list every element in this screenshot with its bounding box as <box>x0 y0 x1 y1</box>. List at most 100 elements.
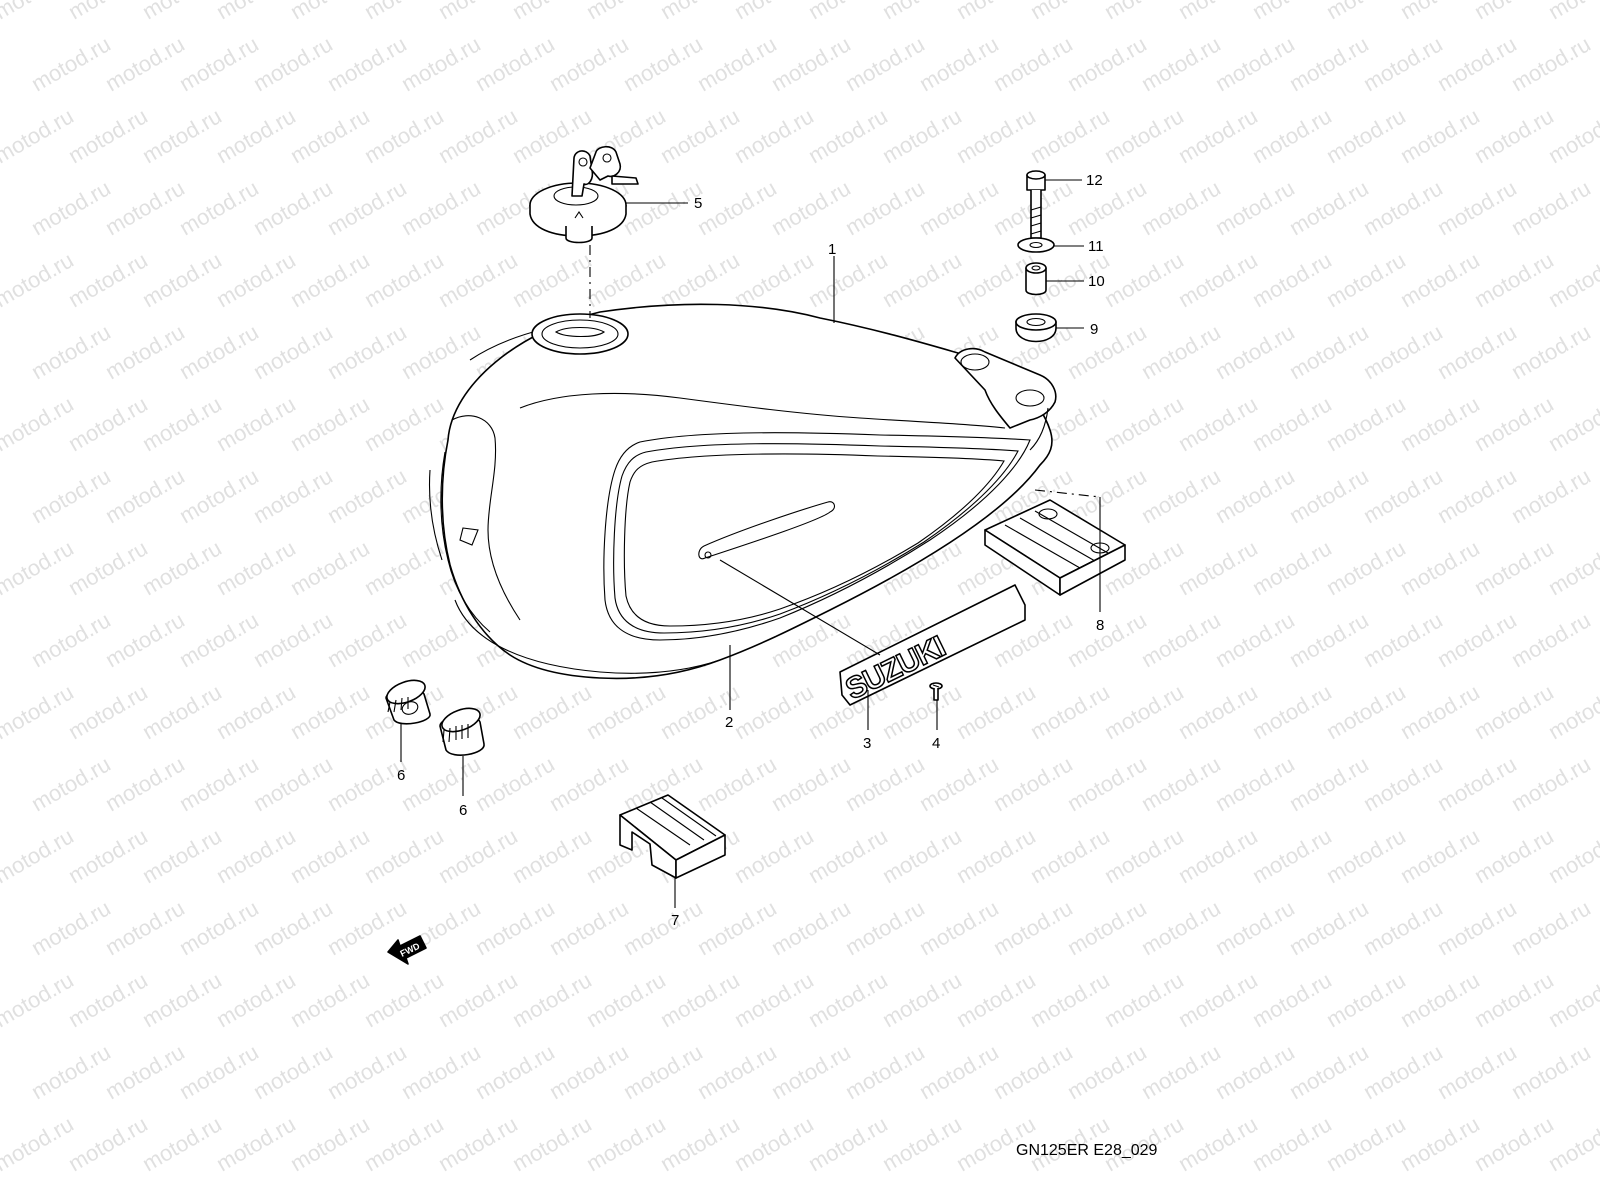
watermark-text: motod.ru <box>545 31 633 96</box>
fuel-tank[interactable] <box>428 303 1057 680</box>
callout-7[interactable]: 7 <box>671 912 679 929</box>
front-cushion[interactable] <box>619 794 726 879</box>
watermark-text: motod.ru <box>101 895 189 960</box>
grommet[interactable] <box>1015 313 1057 343</box>
watermark-text: motod.ru <box>1322 1111 1410 1176</box>
watermark-text: motod.ru <box>1174 679 1262 744</box>
watermark-text: motod.ru <box>360 535 448 600</box>
watermark-text: motod.ru <box>582 247 670 312</box>
watermark-text: motod.ru <box>1544 535 1600 600</box>
watermark-text: motod.ru <box>915 1039 1003 1104</box>
watermark-text: motod.ru <box>1100 247 1188 312</box>
callout-6b[interactable]: 6 <box>459 802 467 819</box>
watermark-text: motod.ru <box>138 391 226 456</box>
watermark-text: motod.ru <box>175 175 263 240</box>
callout-11[interactable]: 11 <box>1088 238 1104 255</box>
watermark-text: motod.ru <box>1285 607 1373 672</box>
watermark-text: motod.ru <box>1285 31 1373 96</box>
watermark-text: motod.ru <box>730 967 818 1032</box>
tank-cushion[interactable] <box>439 704 485 756</box>
watermark-text: motod.ru <box>1100 391 1188 456</box>
watermark-text: motod.ru <box>1322 679 1410 744</box>
watermark-text: motod.ru <box>286 391 374 456</box>
watermark-text: motod.ru <box>64 967 152 1032</box>
watermark-text: motod.ru <box>1507 751 1595 816</box>
watermark-text: motod.ru <box>878 247 966 312</box>
callout-6a[interactable]: 6 <box>397 767 405 784</box>
screw[interactable] <box>929 682 943 701</box>
watermark-text: motod.ru <box>767 1039 855 1104</box>
watermark-text: motod.ru <box>1433 31 1521 96</box>
watermark-text: motod.ru <box>249 607 337 672</box>
watermark-text: motod.ru <box>1174 1111 1262 1176</box>
watermark-text: motod.ru <box>360 247 448 312</box>
callout-10[interactable]: 10 <box>1088 273 1105 290</box>
watermark-text: motod.ru <box>1137 319 1225 384</box>
callout-9[interactable]: 9 <box>1090 321 1098 338</box>
watermark-text: motod.ru <box>1285 175 1373 240</box>
collar-spacer[interactable] <box>1025 262 1047 296</box>
watermark-text: motod.ru <box>952 967 1040 1032</box>
watermark-text: motod.ru <box>1026 103 1114 168</box>
callout-2[interactable]: 2 <box>725 714 733 731</box>
watermark-text: motod.ru <box>0 247 78 312</box>
watermark-text: motod.ru <box>434 823 522 888</box>
callout-8[interactable]: 8 <box>1096 617 1104 634</box>
watermark-text: motod.ru <box>1322 535 1410 600</box>
watermark-text: motod.ru <box>27 319 115 384</box>
bolt[interactable] <box>1026 170 1046 239</box>
watermark-text: motod.ru <box>1285 1039 1373 1104</box>
watermark-text: motod.ru <box>1396 823 1484 888</box>
watermark-text: motod.ru <box>1544 391 1600 456</box>
watermark-text: motod.ru <box>101 751 189 816</box>
watermark-text: motod.ru <box>101 607 189 672</box>
watermark-text: motod.ru <box>64 823 152 888</box>
watermark-text: motod.ru <box>0 679 78 744</box>
watermark-text: motod.ru <box>27 463 115 528</box>
watermark-text: motod.ru <box>1248 679 1336 744</box>
fuel-cap[interactable] <box>529 145 639 244</box>
callout-4[interactable]: 4 <box>932 735 940 752</box>
watermark-text: motod.ru <box>730 679 818 744</box>
watermark-text: motod.ru <box>545 751 633 816</box>
watermark-text: motod.ru <box>397 31 485 96</box>
watermark-text: motod.ru <box>138 247 226 312</box>
watermark-text: motod.ru <box>1211 607 1299 672</box>
watermark-text: motod.ru <box>101 1039 189 1104</box>
watermark-text: motod.ru <box>619 31 707 96</box>
watermark-text: motod.ru <box>915 175 1003 240</box>
watermark-text: motod.ru <box>64 679 152 744</box>
watermark-text: motod.ru <box>1026 823 1114 888</box>
forward-arrow-icon: FWD <box>387 935 427 965</box>
watermark-text: motod.ru <box>138 1111 226 1176</box>
watermark-text: motod.ru <box>434 1111 522 1176</box>
watermark-text: motod.ru <box>175 31 263 96</box>
watermark-text: motod.ru <box>360 1111 448 1176</box>
watermark-text: motod.ru <box>1396 247 1484 312</box>
watermark-text: motod.ru <box>1174 103 1262 168</box>
watermark-text: motod.ru <box>730 103 818 168</box>
washer[interactable] <box>1017 237 1055 253</box>
rear-cushion[interactable] <box>984 499 1126 596</box>
watermark-text: motod.ru <box>360 967 448 1032</box>
tank-cushion[interactable] <box>384 676 431 725</box>
watermark-text: motod.ru <box>27 895 115 960</box>
watermark-text: motod.ru <box>1396 391 1484 456</box>
callout-1[interactable]: 1 <box>828 241 836 258</box>
callout-12[interactable]: 12 <box>1086 172 1103 189</box>
watermark-text: motod.ru <box>1507 895 1595 960</box>
callout-5[interactable]: 5 <box>694 195 702 212</box>
watermark-text: motod.ru <box>1174 967 1262 1032</box>
callout-labels: 1 2 3 4 5 6 6 7 8 9 10 11 12 <box>397 172 1105 929</box>
watermark-text: motod.ru <box>767 31 855 96</box>
watermark-text: motod.ru <box>1396 1111 1484 1176</box>
watermark-text: motod.ru <box>249 463 337 528</box>
watermark-text: motod.ru <box>1433 319 1521 384</box>
watermark-text: motod.ru <box>545 895 633 960</box>
watermark-text: motod.ru <box>1211 751 1299 816</box>
watermark-text: motod.ru <box>1137 175 1225 240</box>
watermark-text: motod.ru <box>471 1039 559 1104</box>
watermark-text: motod.ru <box>693 1039 781 1104</box>
watermark-text: motod.ru <box>952 103 1040 168</box>
callout-3[interactable]: 3 <box>863 735 871 752</box>
